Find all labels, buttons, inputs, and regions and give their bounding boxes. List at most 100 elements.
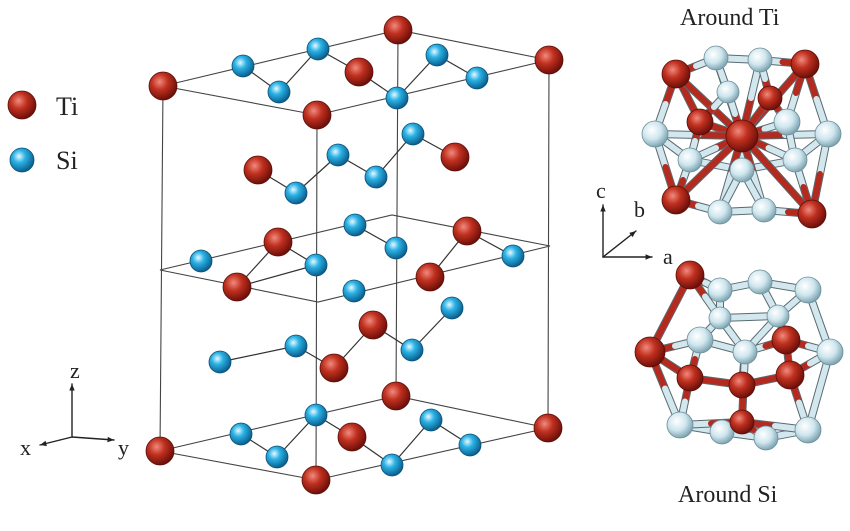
ti-atom [661,59,691,89]
si-atom [425,43,449,67]
axis-label-x: x [20,435,31,460]
ti-atom [452,216,482,246]
xyz-axes-indicator [39,383,115,447]
legend-label-ti: Ti [56,92,79,121]
y-arrow-head [107,436,114,443]
ti-atom [686,108,714,136]
around-si-cluster [634,260,844,451]
legend-label-si: Si [56,146,78,175]
vertical-edge [159,85,164,452]
ti-atom [302,100,332,130]
y-arrow [71,436,115,441]
ti-atom [757,85,783,111]
around-ti-title: Around Ti [680,5,780,31]
axis-label-z: z [70,358,80,383]
ti-atom [358,310,388,340]
ti-atom [790,49,820,79]
x-arrow-head [40,440,47,447]
ti-atom [222,272,252,302]
si-atom [326,143,350,167]
si-atom [686,326,714,354]
si-atom [709,419,735,445]
legend-markers [7,90,37,173]
si-atom [380,453,404,477]
si-atom [747,47,773,73]
axis-label-a: a [663,244,673,269]
si-atom [304,253,328,277]
unit-cell-atoms [145,15,564,495]
si-atom [400,338,424,362]
si-atom [267,80,291,104]
si-atom [304,403,328,427]
ti-atom [148,71,178,101]
ti-atom [337,422,367,452]
ti-atom [381,381,411,411]
ti-atom [533,413,563,443]
axis-label-y: y [118,435,129,460]
si-atom [501,244,525,268]
si-atom [773,108,801,136]
si-atom [732,339,758,365]
si-atom [419,408,443,432]
bond [219,345,297,363]
si-atom [751,197,777,223]
si-atom [440,296,464,320]
ti-atom [728,371,756,399]
si-atom [465,66,489,90]
si-atom [677,147,703,173]
ti-atom [319,353,349,383]
a-arrow-head [645,254,652,260]
si-atom [189,249,213,273]
b-arrow-head [629,231,636,238]
si-atom [229,422,253,446]
si-atom [753,425,779,451]
abc-axes-indicator [600,204,653,260]
si-atom [707,199,733,225]
around-si-title: Around Si [678,482,778,508]
si-atom [458,433,482,457]
ti-atom [676,364,704,392]
ti-atom [145,436,175,466]
ti-atom [661,185,691,215]
unit-cell-frame [159,29,550,481]
si-atom [343,213,367,237]
si-atom [666,411,694,439]
ti-atom [534,45,564,75]
ti-atom [634,336,666,368]
si-atom [284,334,308,358]
si-atom [265,445,289,469]
si-atom [641,120,669,148]
middle-plane [159,214,551,303]
atomic-layer-planes [159,214,551,303]
ti-atom [344,57,374,87]
ti-atom [797,199,827,229]
ti-atom [263,227,293,257]
si-atom [231,54,255,78]
ti-atom [301,465,331,495]
si-atom [306,37,330,61]
si-atom [385,86,409,110]
around-ti-cluster [641,45,842,229]
axis-label-b: b [634,197,645,222]
si-atom [766,304,790,328]
si-atom [703,45,729,71]
ti-atom [415,262,445,292]
si-atom [816,338,844,366]
ti-atom [383,15,413,45]
ti-atom [440,142,470,172]
ti-atom [675,260,705,290]
si-atom [708,306,732,330]
si-atom [707,277,733,303]
si-atom [364,165,388,189]
si-atom [401,122,425,146]
si-atom [342,279,366,303]
ti-atom [775,360,805,390]
b-arrow [602,230,637,258]
z-arrow-head [69,384,75,391]
si-atom [716,80,740,104]
ti-atom [725,119,759,153]
vertical-edge [547,59,550,429]
si-atom [782,147,808,173]
si-atom-icon [9,147,35,173]
